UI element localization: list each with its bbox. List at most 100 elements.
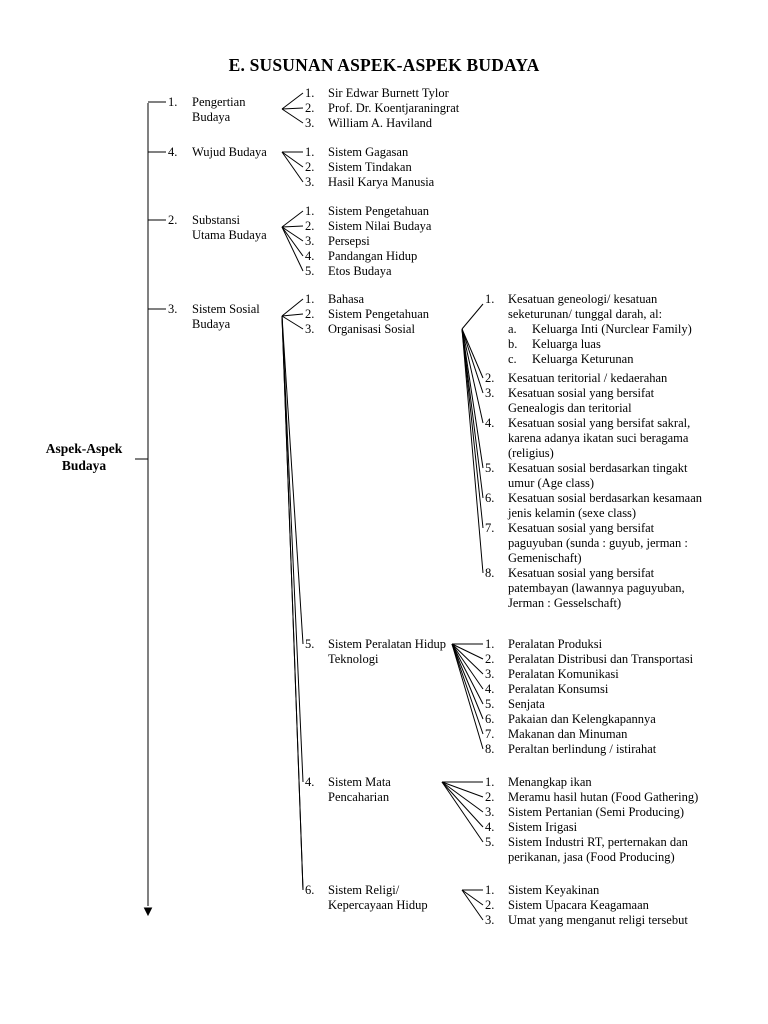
deep-number: 7. bbox=[485, 521, 495, 535]
leaf-number: 5. bbox=[305, 637, 315, 651]
branch-label: Sistem Sosial bbox=[192, 302, 260, 316]
leaf-label: Sistem Mata bbox=[328, 775, 391, 789]
deep-number: 5. bbox=[485, 461, 495, 475]
leaf-number: 3. bbox=[305, 234, 315, 248]
branch-number: 4. bbox=[168, 145, 178, 159]
deep-number: 1. bbox=[485, 637, 495, 651]
leaf-number: 2. bbox=[305, 160, 315, 174]
leaf-number: 4. bbox=[305, 775, 315, 789]
leaf-number: 4. bbox=[305, 249, 315, 263]
deep-number: 2. bbox=[485, 898, 495, 912]
root-arrow-head bbox=[143, 907, 153, 917]
leaf-connector-line bbox=[281, 313, 304, 317]
leaf-connector-line bbox=[281, 226, 304, 257]
leaf-label: Sistem Peralatan Hidup bbox=[328, 637, 447, 651]
deep-label: Menangkap ikan bbox=[508, 775, 592, 789]
deep-connector-line bbox=[461, 889, 484, 906]
leaf-label: Etos Budaya bbox=[328, 264, 392, 278]
deep-label: perikanan, jasa (Food Producing) bbox=[508, 850, 675, 864]
branch-label: Wujud Budaya bbox=[192, 145, 267, 159]
deep-label: Umat yang menganut religi tersebut bbox=[508, 913, 688, 927]
deep-number: 6. bbox=[485, 491, 495, 505]
deep-label: Sistem Keyakinan bbox=[508, 883, 600, 897]
leaf-label: Pandangan Hidup bbox=[328, 249, 418, 263]
deep-label: Kesatuan sosial berdasarkan tingakt bbox=[508, 461, 688, 475]
deep-connector-line bbox=[461, 328, 484, 529]
leaf-label: Prof. Dr. Koentjaraningrat bbox=[328, 101, 460, 115]
leaf-number: 1. bbox=[305, 145, 315, 159]
deep-label: Jerman : Gesselschaft) bbox=[508, 596, 622, 610]
deep-label: Peralatan Distribusi dan Transportasi bbox=[508, 652, 694, 666]
deep-label: Sistem Industri RT, perternakan dan bbox=[508, 835, 688, 849]
branch-label: Substansi bbox=[192, 213, 240, 227]
leaf-connector-line bbox=[281, 107, 304, 110]
leaf-label: Sistem Religi/ bbox=[328, 883, 400, 897]
sub-item-label: Keluarga luas bbox=[532, 337, 601, 351]
sub-item-label: Keluarga Keturunan bbox=[532, 352, 634, 366]
deep-label: Kesatuan sosial yang bersifat bbox=[508, 386, 655, 400]
deep-number: 3. bbox=[485, 913, 495, 927]
deep-label: Peralatan Komunikasi bbox=[508, 667, 619, 681]
sub-item-letter: a. bbox=[508, 322, 517, 336]
deep-connector-line bbox=[451, 643, 484, 660]
deep-connector-line bbox=[451, 643, 484, 720]
deep-number: 4. bbox=[485, 416, 495, 430]
sub-item-letter: b. bbox=[508, 337, 518, 351]
deep-number: 8. bbox=[485, 742, 495, 756]
deep-connector-line bbox=[461, 328, 484, 394]
branch-number: 2. bbox=[168, 213, 178, 227]
deep-label: Peralatan Produksi bbox=[508, 637, 603, 651]
leaf-number: 1. bbox=[305, 86, 315, 100]
leaf-connector-line bbox=[281, 226, 304, 242]
deep-label: jenis kelamin (sexe class) bbox=[508, 506, 637, 520]
deep-label: Sistem Irigasi bbox=[508, 820, 578, 834]
deep-label: Genealogis dan teritorial bbox=[508, 401, 632, 415]
leaf-label: Organisasi Sosial bbox=[328, 322, 415, 336]
leaf-number: 2. bbox=[305, 219, 315, 233]
leaf-number: 2. bbox=[305, 101, 315, 115]
deep-number: 4. bbox=[485, 682, 495, 696]
leaf-connector-line bbox=[281, 108, 304, 124]
deep-number: 7. bbox=[485, 727, 495, 741]
deep-connector-line bbox=[461, 328, 484, 424]
deep-connector-line bbox=[441, 781, 484, 813]
deep-connector-line bbox=[461, 328, 484, 379]
deep-label: patembayan (lawannya paguyuban, bbox=[508, 581, 685, 595]
leaf-connector-line bbox=[281, 225, 304, 228]
leaf-number: 2. bbox=[305, 307, 315, 321]
leaf-label: Sistem Tindakan bbox=[328, 160, 412, 174]
leaf-number: 1. bbox=[305, 292, 315, 306]
leaf-label: Bahasa bbox=[328, 292, 365, 306]
deep-label: paguyuban (sunda : guyub, jerman : bbox=[508, 536, 688, 550]
deep-label: Kesatuan sosial yang bersifat sakral, bbox=[508, 416, 691, 430]
leaf-connector-line bbox=[281, 315, 304, 783]
deep-label: Peralatan Konsumsi bbox=[508, 682, 609, 696]
deep-label: Senjata bbox=[508, 697, 545, 711]
leaf-number: 1. bbox=[305, 204, 315, 218]
deep-connector-line bbox=[451, 643, 484, 735]
branch-label: Budaya bbox=[192, 317, 231, 331]
branch-number: 3. bbox=[168, 302, 178, 316]
deep-connector-line bbox=[461, 889, 484, 921]
deep-number: 2. bbox=[485, 652, 495, 666]
deep-number: 2. bbox=[485, 371, 495, 385]
deep-number: 4. bbox=[485, 820, 495, 834]
deep-label: Meramu hasil hutan (Food Gathering) bbox=[508, 790, 699, 804]
leaf-label: Persepsi bbox=[328, 234, 370, 248]
deep-label: Sistem Upacara Keagamaan bbox=[508, 898, 649, 912]
deep-label: Gemenischaft) bbox=[508, 551, 582, 565]
deep-number: 3. bbox=[485, 386, 495, 400]
sub-item-letter: c. bbox=[508, 352, 517, 366]
leaf-number: 3. bbox=[305, 116, 315, 130]
deep-number: 5. bbox=[485, 697, 495, 711]
leaf-label: Pencaharian bbox=[328, 790, 390, 804]
leaf-connector-line bbox=[281, 298, 304, 317]
leaf-connector-line bbox=[281, 226, 304, 272]
deep-label: Peraltan berlindung / istirahat bbox=[508, 742, 657, 756]
deep-number: 1. bbox=[485, 775, 495, 789]
deep-label: Kesatuan teritorial / kedaerahan bbox=[508, 371, 668, 385]
leaf-connector-line bbox=[281, 315, 304, 891]
deep-connector-line bbox=[461, 328, 484, 469]
